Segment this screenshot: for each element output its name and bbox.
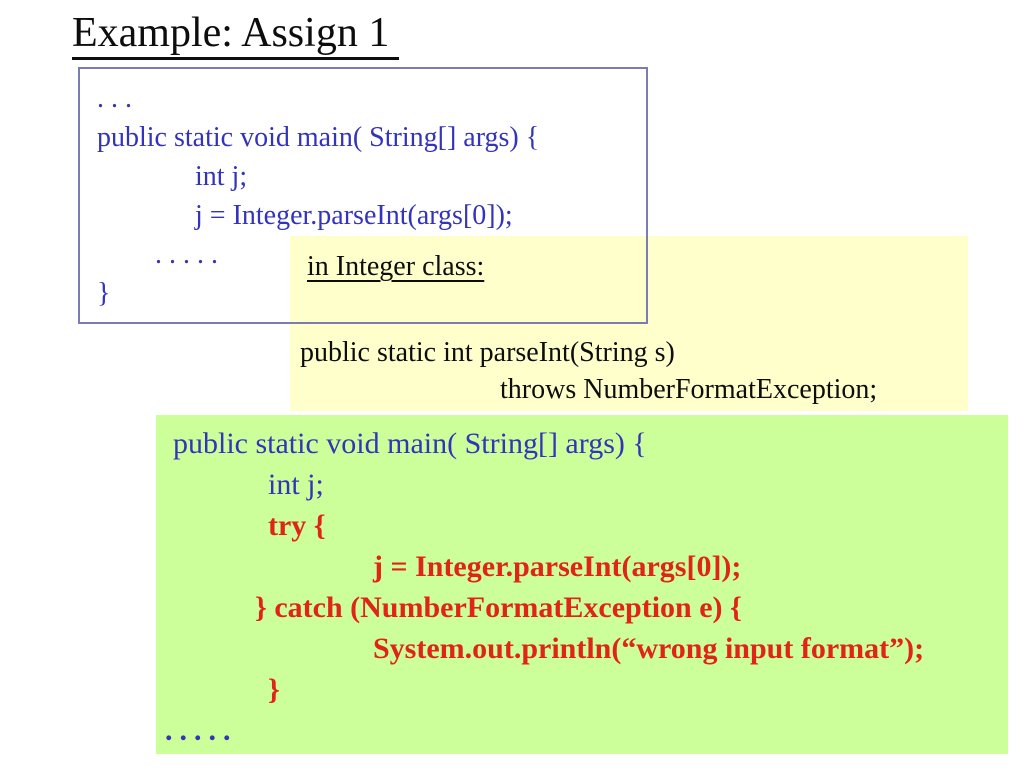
main-code-frame <box>78 67 648 324</box>
code-line: } <box>268 673 280 706</box>
code-line: } <box>97 278 111 309</box>
code-line: throws NumberFormatException; <box>500 374 878 405</box>
code-line: public static void main( String[] args) … <box>173 427 647 460</box>
integer-class-heading: in Integer class: <box>307 251 485 282</box>
try-catch-code-block: public static void main( String[] args) … <box>165 423 925 751</box>
code-line: public static int parseInt(String s) <box>300 337 675 368</box>
code-line: ..... <box>155 239 225 270</box>
try-catch-panel <box>156 415 1008 754</box>
code-line: public static void main( String[] args) … <box>97 122 540 153</box>
code-line: int j; <box>268 468 324 501</box>
main-code-block: ... public static void main( String[] ar… <box>97 79 539 313</box>
code-line: System.out.println(“wrong input format”)… <box>373 632 925 665</box>
slide-title: Example: Assign 1 <box>72 12 400 60</box>
code-line: int j; <box>195 161 248 192</box>
code-line: j = Integer.parseInt(args[0]); <box>373 550 742 583</box>
integer-class-code-block: public static int parseInt(String s) thr… <box>300 334 877 408</box>
code-line: ..... <box>165 714 238 747</box>
code-line: } catch (NumberFormatException e) { <box>255 591 742 624</box>
code-line: try { <box>268 509 326 542</box>
code-line: ... <box>97 83 139 114</box>
code-line: j = Integer.parseInt(args[0]); <box>195 200 513 231</box>
